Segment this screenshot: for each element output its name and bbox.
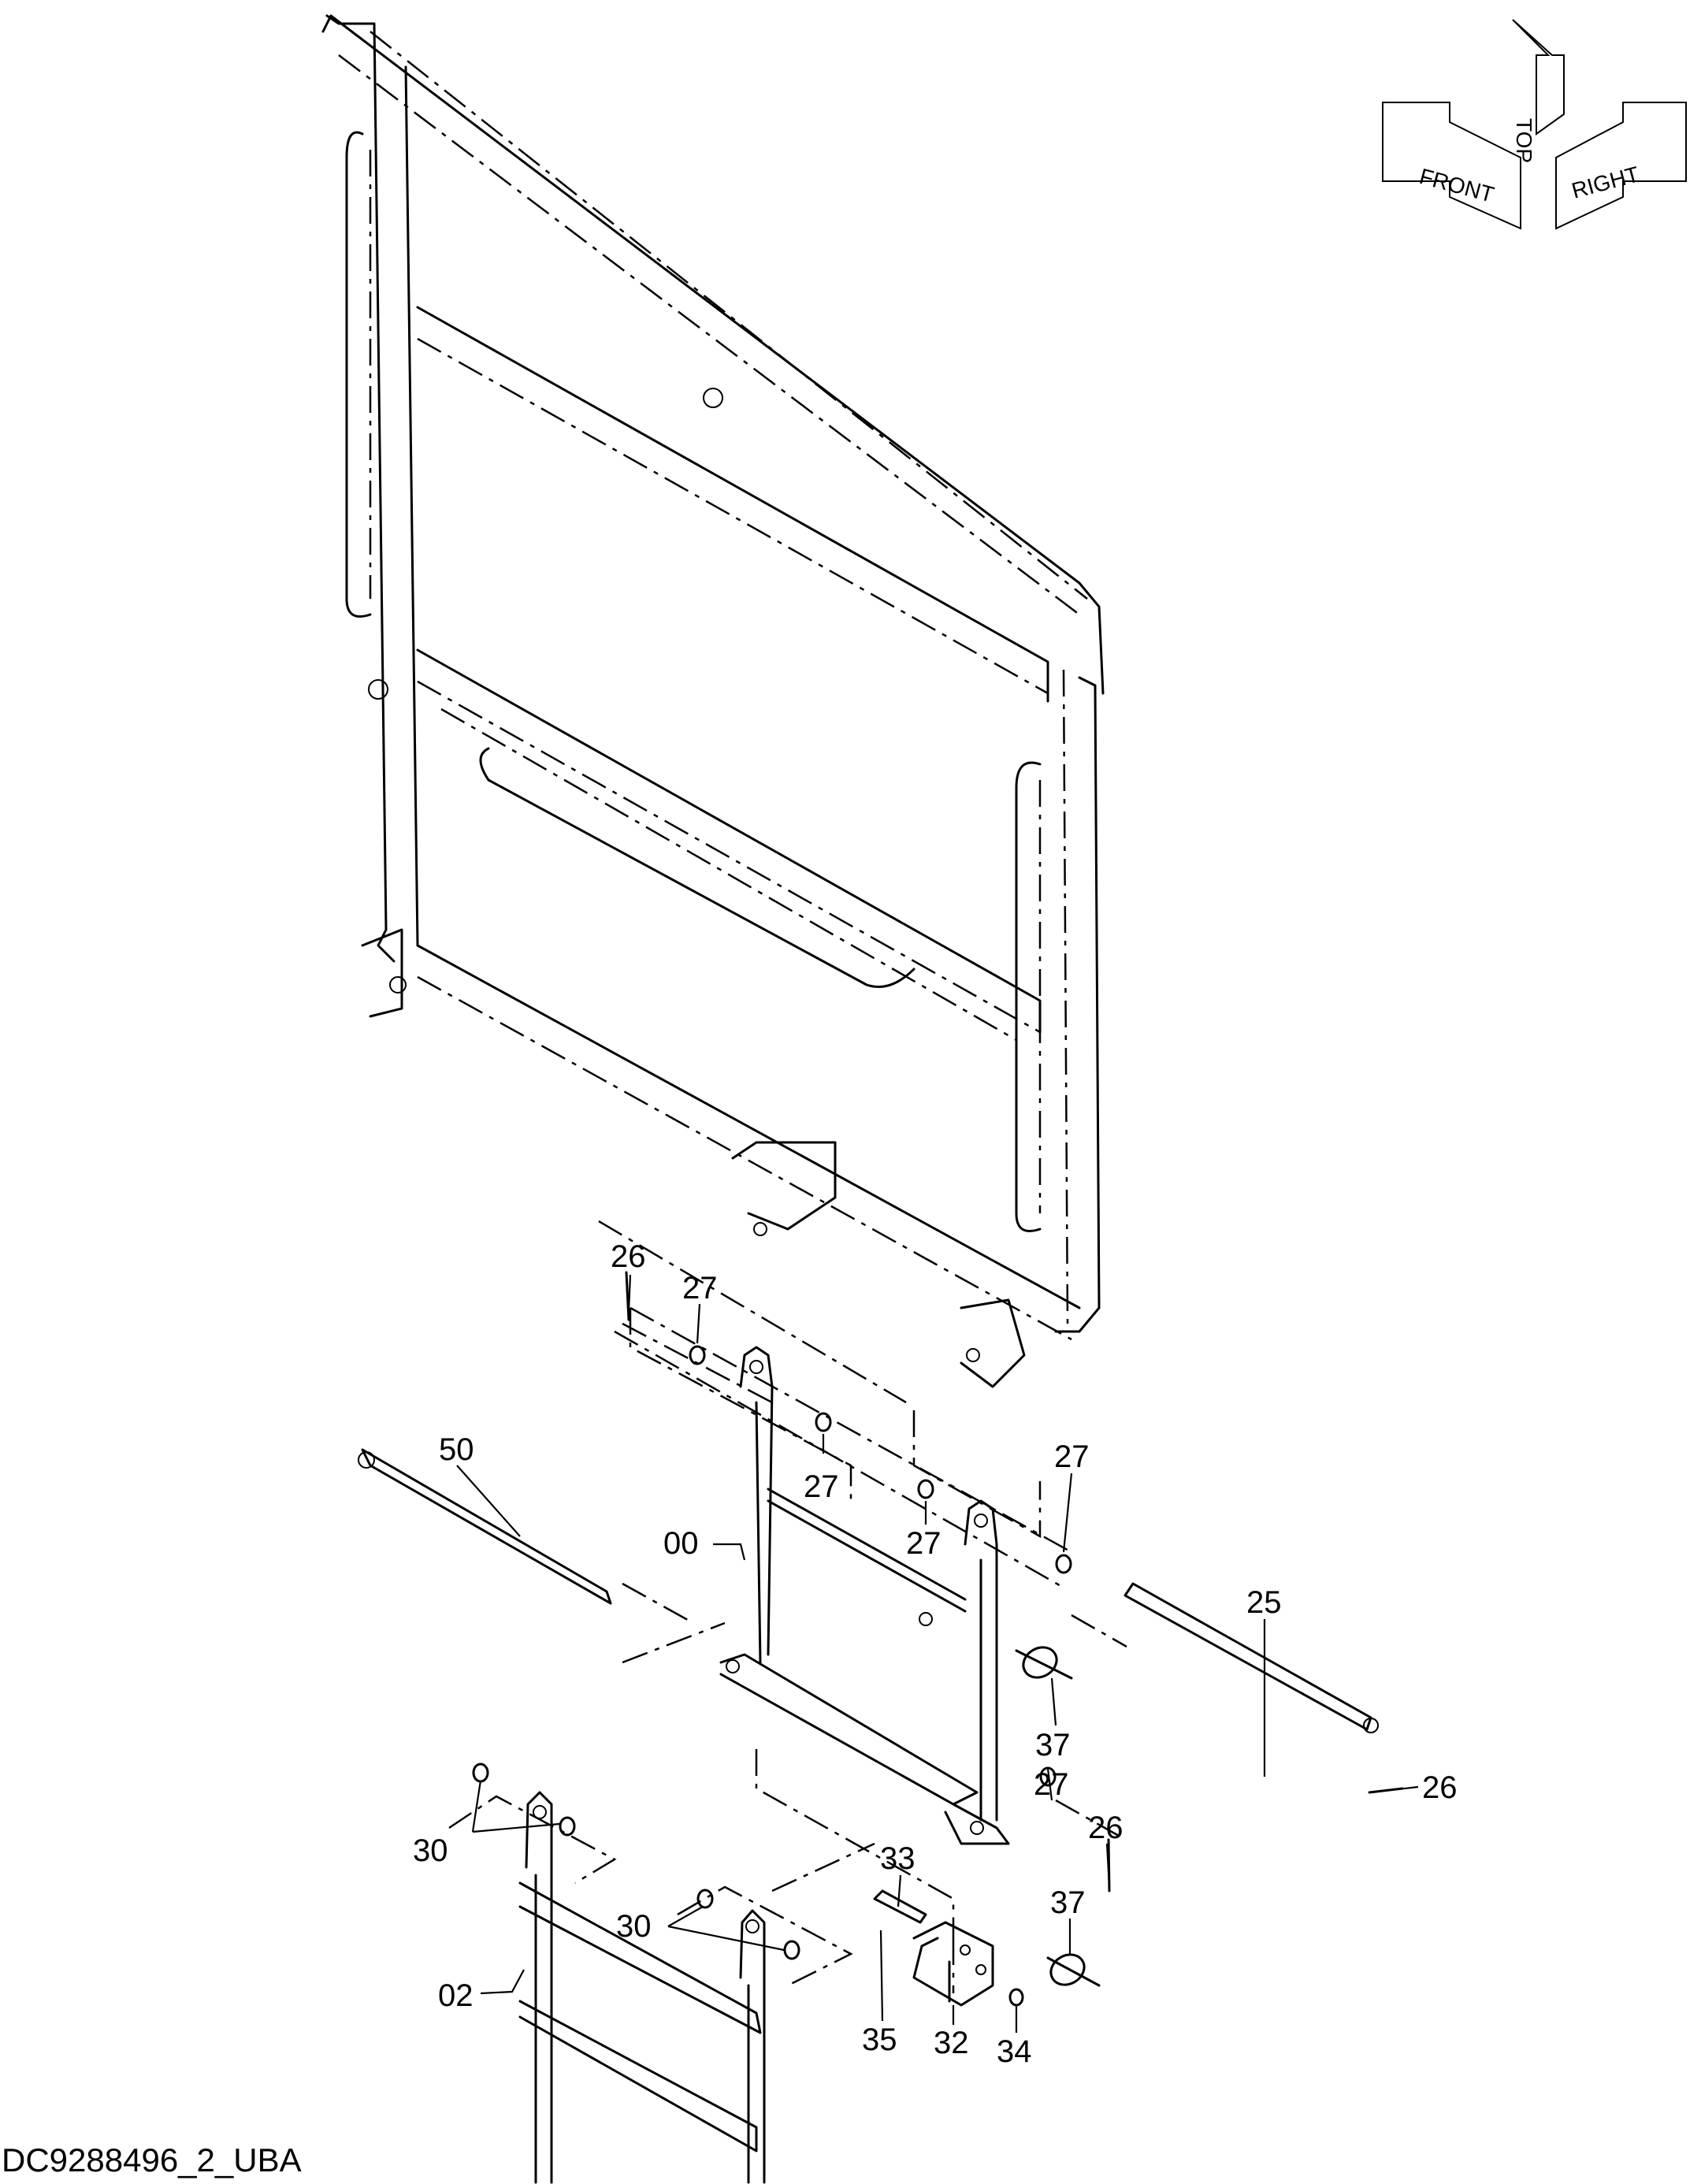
rod-50 bbox=[358, 1448, 612, 1605]
ladder-00-bracket bbox=[944, 1803, 1010, 1845]
callout-33: 33 bbox=[880, 1841, 915, 1876]
callout-27: 27 bbox=[682, 1271, 718, 1306]
frame-left-post bbox=[325, 14, 396, 963]
frame-cross-beam-middle bbox=[416, 648, 1042, 1034]
callout-32: 32 bbox=[934, 2026, 969, 2060]
ladder-02-left-rail bbox=[525, 1791, 553, 2184]
callout-26: 26 bbox=[1088, 1811, 1123, 1845]
leader-lines bbox=[456, 1274, 1419, 2033]
ladder-02-lower-step bbox=[518, 2000, 758, 2152]
washer-34 bbox=[1008, 1988, 1024, 2007]
right-label: RIGHT bbox=[1569, 162, 1642, 202]
frame-handrail-left bbox=[345, 131, 372, 618]
frame-handrail-center bbox=[479, 747, 915, 988]
orientation-indicator: FRONT RIGHT TOP bbox=[1382, 19, 1687, 230]
callout-26: 26 bbox=[611, 1239, 646, 1274]
bolt-33 bbox=[873, 1889, 927, 1924]
frame-right-post bbox=[1054, 676, 1101, 1333]
frame-top-beam bbox=[321, 14, 1105, 695]
frame-bottom-bracket-right bbox=[960, 1298, 1026, 1388]
frame-cross-beam-lower bbox=[416, 944, 1081, 1309]
bracket-32 bbox=[912, 1921, 994, 2007]
callout-50: 50 bbox=[439, 1432, 474, 1467]
lock-pins-37 bbox=[1015, 1646, 1101, 1987]
washers-27 bbox=[689, 1345, 1072, 1787]
ladder-00-left-rail bbox=[739, 1346, 774, 1656]
callout-26: 26 bbox=[1422, 1770, 1458, 1805]
callout-27: 27 bbox=[1054, 1439, 1090, 1474]
callout-30: 30 bbox=[413, 1833, 448, 1868]
drawing-id: DC9288496_2_UBA bbox=[2, 2141, 302, 2178]
ladder-02-right-rail bbox=[739, 1909, 766, 2184]
callout-34: 34 bbox=[997, 2034, 1032, 2069]
callout-27: 27 bbox=[1034, 1767, 1069, 1802]
washers-30 bbox=[472, 1762, 800, 1960]
frame-bottom-bracket-left bbox=[731, 1141, 837, 1231]
frame-cross-beam-upper bbox=[416, 306, 1049, 703]
callout-02: 02 bbox=[438, 1978, 474, 2013]
callout-30: 30 bbox=[616, 1909, 652, 1944]
top-arrow-icon bbox=[1512, 19, 1565, 136]
callout-27: 27 bbox=[804, 1469, 839, 1504]
frame-left-post-inner bbox=[404, 65, 419, 947]
assembly-centerlines bbox=[448, 1220, 1127, 1993]
right-arrow-icon bbox=[1555, 102, 1687, 230]
top-label: TOP bbox=[1512, 118, 1536, 163]
ladder-02-upper-step bbox=[518, 1881, 762, 2034]
frame-bottom-mount-left bbox=[361, 928, 403, 1018]
ladder-00-bottom-step bbox=[719, 1653, 979, 1806]
ladder-00-right-rail bbox=[964, 1499, 998, 1822]
callout-27: 27 bbox=[906, 1526, 941, 1561]
callout-00: 00 bbox=[663, 1526, 699, 1561]
ladder-02 bbox=[518, 1791, 766, 2184]
ladder-assembly-00 bbox=[719, 1346, 1010, 1845]
callout-35: 35 bbox=[862, 2022, 897, 2057]
callout-37: 37 bbox=[1035, 1728, 1071, 1762]
front-arrow-icon bbox=[1382, 102, 1521, 230]
callout-37: 37 bbox=[1050, 1885, 1086, 1920]
main-frame bbox=[321, 14, 1105, 1388]
callouts: 26 27 27 27 27 50 00 25 37 26 27 26 30 3… bbox=[413, 1239, 1458, 2069]
frame-handrail-right bbox=[1015, 761, 1042, 1232]
callout-25: 25 bbox=[1246, 1585, 1282, 1620]
ladder-00-top-rung bbox=[767, 1488, 967, 1601]
rod-25 bbox=[1123, 1582, 1379, 1733]
